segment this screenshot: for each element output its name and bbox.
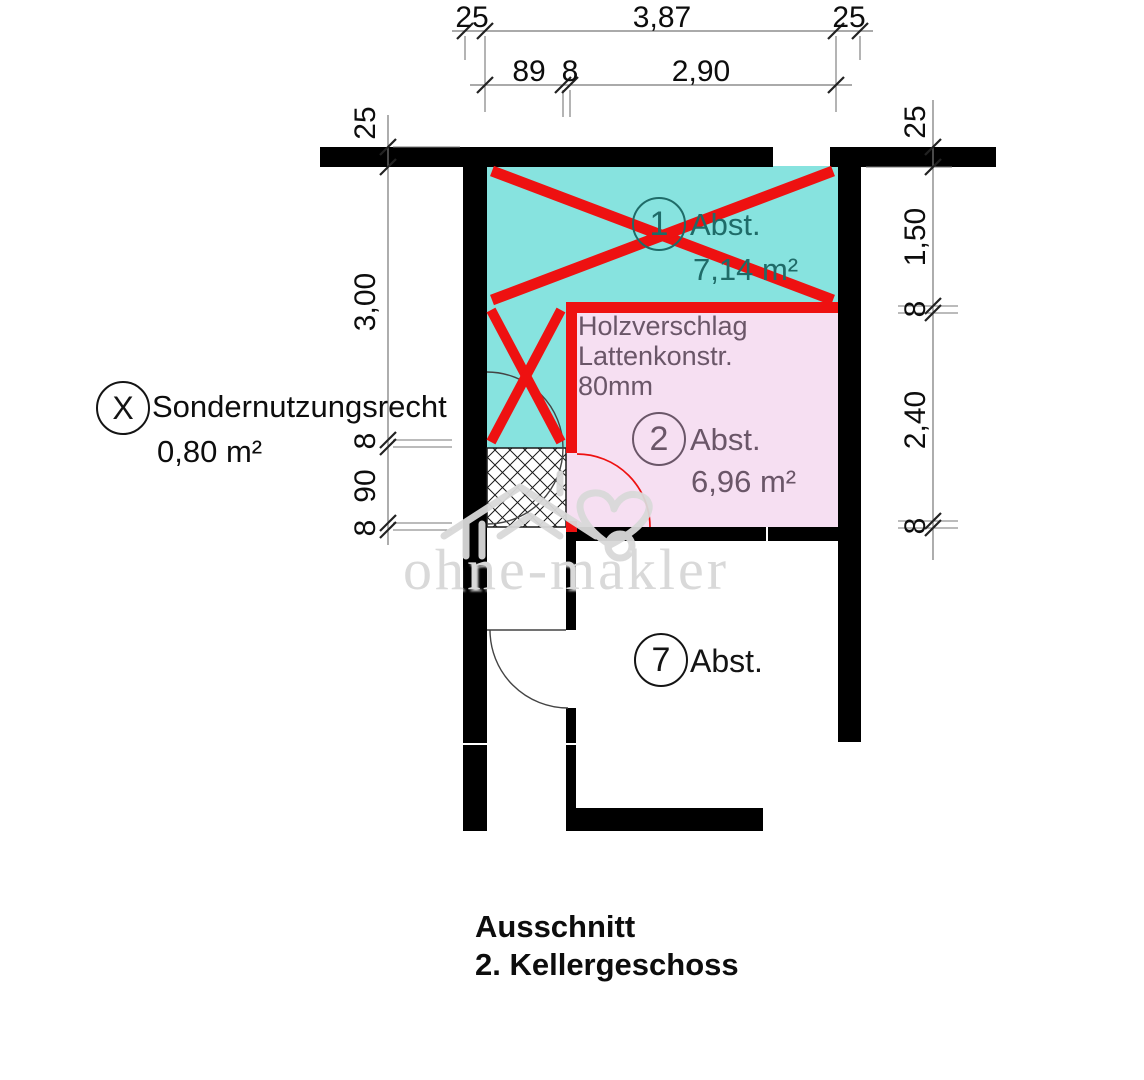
plan-title-line1: Ausschnitt (475, 909, 636, 944)
dim-left-8a: 8 (349, 432, 382, 450)
dim-right-150: 1,50 (899, 207, 932, 267)
room7-number: 7 (651, 640, 671, 679)
dim-left-25: 25 (349, 106, 382, 140)
dim-top-inner-8: 8 (561, 55, 579, 88)
dim-right-240: 2,40 (899, 390, 932, 450)
room2-bottom-wall-right (768, 527, 861, 541)
dim-right-8a: 8 (899, 300, 932, 318)
room2-door-swing-arc (576, 453, 651, 528)
extension-lines (393, 36, 958, 531)
dim-right-25: 25 (899, 105, 932, 139)
room1-number: 1 (649, 204, 669, 243)
legend-area: 0,80 m² (157, 434, 263, 469)
dim-right-8b: 8 (899, 517, 932, 535)
room2-note-line1: Holzverschlag (578, 311, 748, 341)
room7-number-circle: 7 (634, 633, 688, 687)
room1-area: 7,14 m² (693, 252, 799, 287)
logo-inner-roof (496, 512, 564, 540)
plan-title: Ausschnitt 2. Kellergeschoss (475, 908, 739, 984)
room7-label: Abst. (690, 643, 763, 679)
watermark-logo-house-heart (440, 470, 653, 562)
legend-label: Sondernutzungsrecht (152, 389, 447, 424)
dim-top-inner-290: 2,90 (671, 55, 731, 88)
room2-area: 6,96 m² (691, 464, 797, 499)
room2-partition-left (566, 302, 577, 453)
strip-cross-line-2 (486, 307, 566, 445)
dim-top-outer-mid: 3,87 (632, 1, 692, 34)
legend-symbol-circle: X (96, 381, 150, 435)
room7-door-swing-arc (489, 629, 569, 709)
room2-number-circle: 2 (632, 412, 686, 466)
room2-label: Abst. (690, 422, 761, 457)
logo-ring (604, 530, 636, 562)
legend-symbol: X (112, 389, 134, 426)
room2-note-line2: Lattenkonstr. (578, 341, 733, 371)
bottom-wall (566, 808, 763, 831)
dim-top-inner-89: 89 (512, 55, 546, 88)
watermark-text: ohne-makler (402, 537, 730, 602)
dimension-lines (387, 30, 934, 560)
dim-left-90: 90 (349, 469, 382, 503)
dimension-ticks (379, 22, 942, 539)
logo-roof (440, 483, 600, 540)
logo-heart (576, 489, 653, 549)
dim-top-outer-left: 25 (455, 1, 489, 34)
dim-left-300: 3,00 (349, 272, 382, 332)
middle-wall-upper (566, 541, 576, 630)
top-wall-left-segment (320, 147, 773, 167)
left-outer-wall-lower (463, 745, 487, 831)
room1-number-circle: 1 (632, 197, 686, 251)
room2-note-line3: 80mm (578, 371, 654, 401)
room2-partition-top (566, 302, 838, 313)
room2-door-hinge (566, 521, 577, 532)
right-wall (838, 167, 861, 742)
dim-top-outer-right: 25 (832, 1, 866, 34)
dim-left-8b: 8 (349, 519, 382, 537)
left-outer-wall-upper (463, 167, 487, 743)
middle-wall-lower (566, 745, 576, 808)
top-wall-right-segment (830, 147, 996, 167)
plan-title-line2: 2. Kellergeschoss (475, 947, 739, 982)
middle-wall-mid (566, 708, 576, 743)
room2-fill (566, 305, 838, 527)
room1-label: Abst. (690, 207, 761, 242)
room2-number: 2 (649, 419, 669, 458)
